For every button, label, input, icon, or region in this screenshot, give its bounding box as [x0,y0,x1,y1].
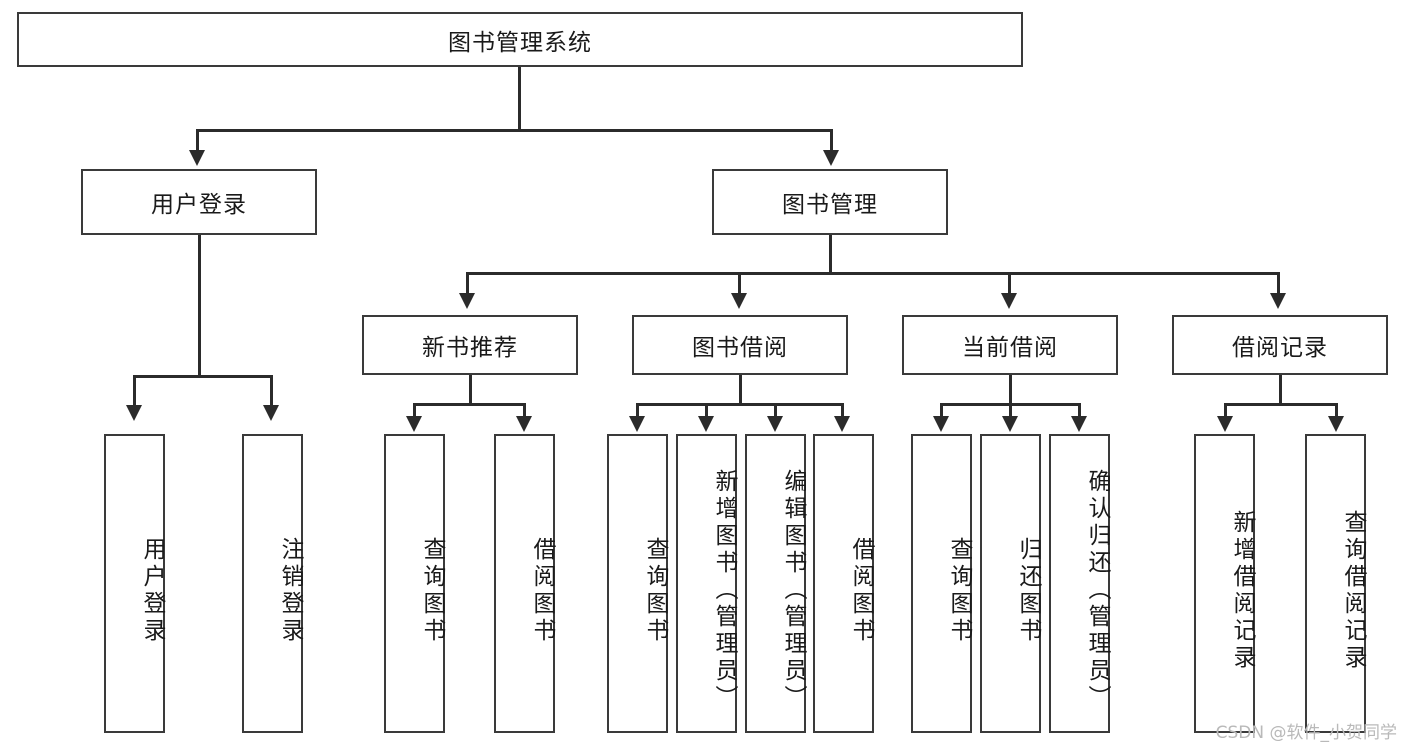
connector-bb-to-leaf-3 [774,403,777,419]
node-label: 图书管理 [782,192,878,218]
node-label: 借阅记录 [1232,335,1328,361]
connector-book-borrow-bus [636,403,843,406]
leaf-bb-query-book[interactable]: 查询图书 [607,434,668,733]
connector-to-book-borrow [738,272,741,296]
arrow-cb-to-leaf-2 [1002,416,1018,432]
node-label: 新增图书（管理员） [711,469,737,712]
connector-br-to-leaf-2 [1335,403,1338,419]
node-label: 查询图书 [946,536,972,645]
connector-user-login-bus [133,375,272,378]
node-current-borrow[interactable]: 当前借阅 [902,315,1118,375]
connector-new-book-recommend-stem [469,375,472,405]
arrow-bb-to-leaf-1 [629,416,645,432]
arrow-bb-to-leaf-3 [767,416,783,432]
connector-root-to-book-management [830,129,833,153]
connector-cb-to-leaf-2 [1009,403,1012,419]
arrow-user-login-to-leaf-1 [126,405,142,421]
connector-to-current-borrow [1008,272,1011,296]
arrow-br-to-leaf-2 [1328,416,1344,432]
node-label: 查询图书 [642,536,668,645]
connector-to-new-book-recommend [466,272,469,296]
arrow-root-to-user-login [189,150,205,166]
connector-borrow-record-stem [1279,375,1282,405]
connector-root-bus [196,129,832,132]
node-label: 图书管理系统 [448,29,592,56]
node-label: 查询借阅记录 [1340,509,1366,672]
node-label: 编辑图书（管理员） [780,469,806,712]
node-label: 借阅图书 [848,536,874,645]
connector-bb-to-leaf-4 [841,403,844,419]
leaf-cb-query-book[interactable]: 查询图书 [911,434,972,733]
arrow-to-new-book-recommend [459,293,475,309]
arrow-to-book-borrow [731,293,747,309]
connector-new-book-recommend-bus [413,403,525,406]
arrow-nbr-to-leaf-2 [516,416,532,432]
connector-book-management-stem [829,235,832,274]
leaf-br-query-record[interactable]: 查询借阅记录 [1305,434,1366,733]
arrow-to-current-borrow [1001,293,1017,309]
connector-user-login-to-leaf-2 [270,375,273,408]
leaf-user-logout[interactable]: 注销登录 [242,434,303,733]
node-label: 查询图书 [419,536,445,645]
leaf-cb-return-book[interactable]: 归还图书 [980,434,1041,733]
node-borrow-record[interactable]: 借阅记录 [1172,315,1388,375]
arrow-nbr-to-leaf-1 [406,416,422,432]
node-label: 当前借阅 [962,335,1058,361]
connector-current-borrow-stem [1009,375,1012,405]
arrow-cb-to-leaf-3 [1071,416,1087,432]
connector-borrow-record-bus [1224,403,1337,406]
connector-br-to-leaf-1 [1224,403,1227,419]
node-label: 图书借阅 [692,335,788,361]
connector-root-to-user-login [196,129,199,153]
node-label: 用户登录 [151,192,247,218]
arrow-cb-to-leaf-1 [933,416,949,432]
node-book-borrow[interactable]: 图书借阅 [632,315,848,375]
leaf-user-login[interactable]: 用户登录 [104,434,165,733]
connector-nbr-to-leaf-2 [523,403,526,419]
node-label: 确认归还（管理员） [1084,469,1110,712]
arrow-bb-to-leaf-4 [834,416,850,432]
node-label: 新增借阅记录 [1229,509,1255,672]
connector-bb-to-leaf-2 [705,403,708,419]
arrow-to-borrow-record [1270,293,1286,309]
arrow-root-to-book-management [823,150,839,166]
connector-bb-to-leaf-1 [636,403,639,419]
leaf-bb-add-book-admin[interactable]: 新增图书（管理员） [676,434,737,733]
node-label: 新书推荐 [422,335,518,361]
leaf-br-add-record[interactable]: 新增借阅记录 [1194,434,1255,733]
node-label: 用户登录 [139,536,165,645]
node-label: 注销登录 [277,536,303,645]
arrow-br-to-leaf-1 [1217,416,1233,432]
arrow-bb-to-leaf-2 [698,416,714,432]
connector-root-stem [518,67,521,131]
connector-book-borrow-stem [739,375,742,405]
connector-cb-to-leaf-1 [940,403,943,419]
leaf-nbr-borrow-book[interactable]: 借阅图书 [494,434,555,733]
node-new-book-recommend[interactable]: 新书推荐 [362,315,578,375]
connector-cb-to-leaf-3 [1078,403,1081,419]
node-root-book-management-system[interactable]: 图书管理系统 [17,12,1023,67]
node-label: 借阅图书 [529,536,555,645]
connector-nbr-to-leaf-1 [413,403,416,419]
connector-to-borrow-record [1277,272,1280,296]
node-label: 归还图书 [1015,536,1041,645]
leaf-cb-confirm-return-admin[interactable]: 确认归还（管理员） [1049,434,1110,733]
node-book-management[interactable]: 图书管理 [712,169,948,235]
leaf-nbr-query-book[interactable]: 查询图书 [384,434,445,733]
arrow-user-login-to-leaf-2 [263,405,279,421]
node-user-login[interactable]: 用户登录 [81,169,317,235]
connector-level3-bus [466,272,1280,275]
connector-user-login-to-leaf-1 [133,375,136,408]
leaf-bb-borrow-book[interactable]: 借阅图书 [813,434,874,733]
leaf-bb-edit-book-admin[interactable]: 编辑图书（管理员） [745,434,806,733]
connector-user-login-stem [198,235,201,377]
